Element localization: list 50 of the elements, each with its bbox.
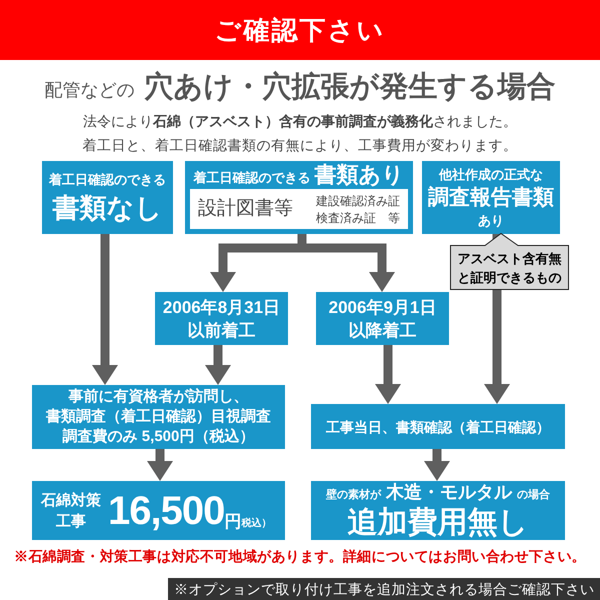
- flow-box: [311, 481, 565, 540]
- flow-box: [32, 385, 285, 449]
- box-caption: の場合: [517, 488, 550, 503]
- box-heading: 木造・モルタル: [386, 481, 512, 503]
- box-text: 2006年8月31日: [162, 296, 280, 318]
- flow-box: [42, 161, 173, 234]
- price-note: 税込）: [241, 517, 272, 531]
- box-heading: 調査報告書類: [428, 184, 554, 210]
- footer-bar: [168, 578, 600, 600]
- arrow: [205, 345, 231, 385]
- flow-box: [316, 292, 449, 345]
- price-unit: 円: [224, 512, 242, 532]
- box-text: 以前着工: [188, 320, 256, 342]
- price-amount: 16,500: [108, 488, 224, 532]
- arrow: [147, 449, 173, 481]
- box-text: 工事当日、書類確認（着工日確認）: [326, 418, 550, 436]
- warning-note: ※石綿調査・対策工事は対応不可地域があります。詳細についてはお問い合わせ下さい。: [14, 547, 586, 566]
- document-box: [190, 189, 408, 229]
- flow-box: [185, 161, 413, 234]
- arrow: [92, 234, 118, 385]
- box-text: 石綿対策工事: [40, 490, 102, 532]
- box-caption: 他社作成の正式な: [439, 166, 543, 184]
- subtitle: 穴あけ・穴拡張が発生する場合: [144, 70, 556, 105]
- box-text: 事前に有資格者が訪問し、: [68, 387, 248, 407]
- flow-box: [422, 161, 560, 234]
- box-text: 2006年9月1日: [328, 296, 436, 318]
- box-caption: 着工日確認のできる: [49, 172, 166, 188]
- flow-box: [32, 481, 285, 540]
- arrow: [375, 345, 401, 404]
- arrow: [424, 449, 450, 481]
- box-text: 検査済み証 等: [316, 210, 400, 226]
- box-caption: 壁の素材が: [326, 488, 381, 503]
- banner-title: ご確認下さい: [214, 14, 386, 46]
- box-caption: 着工日確認のできる: [194, 169, 310, 187]
- box-text: 以降着工: [348, 320, 416, 342]
- box-heading: 追加費用無し: [346, 506, 530, 540]
- flow-box: [155, 292, 288, 345]
- box-heading: 書類あり: [314, 161, 404, 188]
- notice-text: 着工日と、着工日確認書類の有無により、工事費用が変わります。: [82, 136, 518, 155]
- box-caption: あり: [478, 212, 504, 230]
- box-heading: 書類なし: [52, 192, 162, 224]
- box-text: 建設確認済み証: [316, 192, 400, 208]
- box-text: 書類調査（着工日確認）目視調査: [46, 407, 271, 427]
- flow-box: [311, 404, 565, 449]
- box-heading: 設計図書等: [198, 197, 293, 221]
- footer-note: ※オプションで取り付け工事を追加注文される場合ご確認下さい: [174, 580, 594, 599]
- subtitle-lead: 配管などの: [44, 79, 134, 102]
- edge-label: アスベスト含有無と証明できるもの: [456, 250, 562, 286]
- box-text: 調査費のみ 5,500円（税込）: [62, 427, 254, 447]
- notice-text: 法令により石綿（アスベスト）含有の事前調査が義務化されました。: [83, 112, 517, 131]
